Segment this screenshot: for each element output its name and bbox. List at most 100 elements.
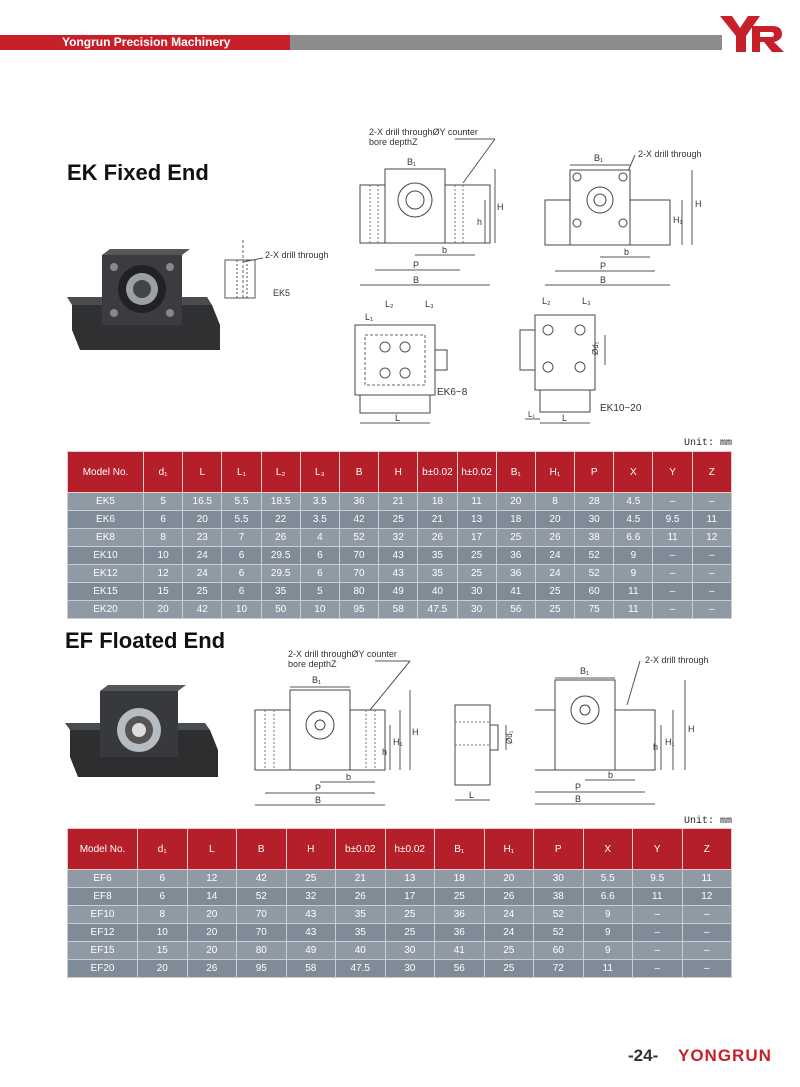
ef-value-cell: 11	[681, 869, 732, 888]
ek-value-cell: 26	[260, 528, 301, 547]
ek-col-header: H₁	[534, 451, 576, 493]
ek-value-cell: 52	[574, 564, 615, 583]
ef-col-header: B	[236, 828, 287, 870]
ef-model-cell: EF20	[67, 959, 138, 978]
ef-value-cell: 70	[236, 905, 287, 924]
ek-value-cell: 24	[182, 564, 223, 583]
svg-text:H₁: H₁	[665, 737, 675, 747]
svg-text:b: b	[624, 247, 629, 257]
svg-text:L₁: L₁	[528, 410, 535, 419]
ek-value-cell: –	[691, 546, 733, 565]
svg-text:L: L	[395, 413, 400, 423]
ek-value-cell: –	[691, 492, 733, 511]
svg-text:H₁: H₁	[393, 737, 403, 747]
ef-value-cell: 38	[533, 887, 584, 906]
ef-value-cell: 15	[137, 941, 188, 960]
ek-value-cell: 6	[221, 564, 262, 583]
ek-value-cell: 24	[534, 546, 576, 565]
ek-value-cell: 21	[417, 510, 458, 529]
ek-value-cell: 4	[299, 528, 340, 547]
svg-text:Ød₁: Ød₁	[591, 341, 600, 355]
ek-value-cell: 9.5	[652, 510, 693, 529]
ef-value-cell: –	[632, 941, 683, 960]
ek-value-cell: 25	[534, 582, 576, 601]
svg-text:h: h	[382, 747, 387, 757]
ef-value-cell: 6	[137, 869, 188, 888]
ek-value-cell: 11	[613, 582, 654, 601]
ef-value-cell: 9.5	[632, 869, 683, 888]
ek-value-cell: 52	[574, 546, 615, 565]
ek68-side-view: L₂ L₃ L₁ L EK6~8	[354, 299, 468, 424]
svg-text:2-X drill throughØY counter: 2-X drill throughØY counter	[288, 649, 397, 659]
ef-value-cell: –	[681, 941, 732, 960]
svg-text:B: B	[600, 275, 606, 285]
ef-col-header: h±0.02	[384, 828, 435, 870]
ef-col-header: P	[533, 828, 584, 870]
ef-value-cell: 11	[632, 887, 683, 906]
ef-value-cell: –	[681, 923, 732, 942]
ef-value-cell: 5.5	[582, 869, 633, 888]
ek-value-cell: 17	[456, 528, 497, 547]
ek-value-cell: 30	[456, 600, 497, 619]
ek-value-cell: 18	[417, 492, 458, 511]
ek-value-cell: 35	[260, 582, 301, 601]
svg-text:bore depthZ: bore depthZ	[288, 659, 337, 669]
ek5-drill-label: 2-X drill through	[265, 250, 329, 260]
ef-value-cell: –	[632, 905, 683, 924]
ef-value-cell: 70	[236, 923, 287, 942]
ek-value-cell: 9	[613, 546, 654, 565]
ef-front-view-b: 2-X drill through B₁ H H₁ h b P B	[535, 655, 709, 805]
ef-value-cell: 12	[681, 887, 732, 906]
ef-value-cell: 17	[384, 887, 435, 906]
ef-value-cell: 30	[384, 959, 435, 978]
ek1020-side-view: L₂ L₃ Ød₁ L₁ L EK10~20	[519, 296, 642, 424]
ef-value-cell: 60	[533, 941, 584, 960]
svg-text:P: P	[600, 261, 606, 271]
ef-value-cell: 30	[533, 869, 584, 888]
ek-col-header: H	[378, 451, 419, 493]
ek-col-header: h±0.02	[456, 451, 497, 493]
ek-col-header: P	[574, 451, 615, 493]
ek-col-header: L₂	[260, 451, 301, 493]
ek-value-cell: 36	[495, 546, 536, 565]
ek-model-cell: EK6	[67, 510, 144, 529]
ek-front-view-b: 2-X drill through B₁ H H₁ b P B	[544, 149, 702, 286]
ek5-label: EK5	[273, 288, 290, 298]
ek-value-cell: 18	[495, 510, 536, 529]
ek-value-cell: 30	[456, 582, 497, 601]
ek-value-cell: 7	[221, 528, 262, 547]
ef-value-cell: 43	[285, 905, 336, 924]
ek-value-cell: 25	[378, 510, 419, 529]
svg-text:B: B	[315, 795, 321, 805]
ek-value-cell: 75	[574, 600, 615, 619]
ek-value-cell: 25	[534, 600, 576, 619]
ek-col-header: d₁	[142, 451, 184, 493]
ef-value-cell: 20	[186, 923, 237, 942]
ek-value-cell: 5.5	[221, 510, 262, 529]
ef-value-cell: 6.6	[582, 887, 633, 906]
company-logo: YR	[720, 16, 784, 52]
ek-value-cell: 16.5	[182, 492, 223, 511]
ek-value-cell: 25	[456, 564, 497, 583]
ef-value-cell: 20	[137, 959, 188, 978]
svg-text:B₁: B₁	[312, 675, 321, 685]
ef-value-cell: 25	[483, 959, 534, 978]
svg-text:P: P	[413, 260, 419, 270]
ek68-label: EK6~8	[437, 387, 468, 398]
ef-col-header: Z	[681, 828, 732, 870]
ef-value-cell: 47.5	[335, 959, 386, 978]
ek-value-cell: –	[652, 492, 693, 511]
ef-value-cell: 9	[582, 941, 633, 960]
ef-col-header: X	[582, 828, 633, 870]
ef-value-cell: 11	[582, 959, 633, 978]
ef-unit-label: Unit: mm	[684, 816, 733, 827]
ek-value-cell: 6	[299, 546, 340, 565]
ef-value-cell: 52	[533, 923, 584, 942]
svg-text:b: b	[346, 772, 351, 782]
